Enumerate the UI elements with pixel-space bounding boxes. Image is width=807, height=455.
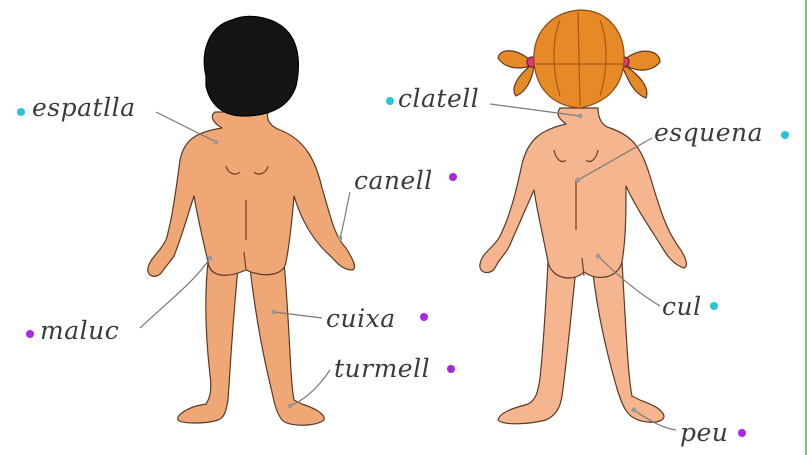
cyan-dot-cul bbox=[710, 302, 718, 310]
boy-torso bbox=[148, 112, 355, 276]
girl-figure bbox=[480, 10, 687, 424]
cyan-dot-esquena bbox=[781, 131, 789, 139]
purple-dot-cuixa bbox=[420, 313, 428, 321]
label-cul: cul bbox=[662, 294, 702, 319]
boy-figure bbox=[148, 16, 355, 425]
purple-dot-maluc bbox=[26, 330, 34, 338]
label-cuixa: cuixa bbox=[326, 306, 396, 331]
label-esquena: esquena bbox=[654, 120, 763, 145]
girl-left-pigtail bbox=[498, 51, 534, 96]
point-turmell bbox=[288, 404, 293, 409]
boy-right-leg bbox=[250, 262, 324, 425]
point-esquena bbox=[576, 178, 581, 183]
label-turmell: turmell bbox=[334, 356, 430, 381]
point-maluc bbox=[208, 256, 213, 261]
label-maluc: maluc bbox=[40, 318, 119, 343]
label-peu: peu bbox=[680, 420, 728, 445]
point-canell bbox=[338, 236, 343, 241]
cyan-dot-espatlla bbox=[17, 108, 25, 116]
purple-dot-peu bbox=[738, 429, 746, 437]
point-peu bbox=[632, 408, 637, 413]
purple-dot-canell bbox=[449, 173, 457, 181]
point-clatell bbox=[578, 114, 583, 119]
leader-canell bbox=[340, 192, 350, 238]
purple-dot-turmell bbox=[447, 365, 455, 373]
label-espatlla: espatlla bbox=[32, 95, 135, 120]
label-canell: canell bbox=[354, 168, 433, 193]
leader-espatlla bbox=[156, 112, 216, 142]
girl-left-leg bbox=[498, 262, 576, 424]
label-clatell: clatell bbox=[398, 86, 479, 111]
girl-right-leg bbox=[592, 262, 664, 422]
point-cuixa bbox=[272, 310, 277, 315]
boy-hair bbox=[204, 16, 298, 116]
point-espatlla bbox=[214, 140, 219, 145]
boy-left-leg bbox=[178, 262, 238, 423]
cyan-dot-clatell bbox=[386, 97, 394, 105]
point-cul bbox=[596, 254, 601, 259]
